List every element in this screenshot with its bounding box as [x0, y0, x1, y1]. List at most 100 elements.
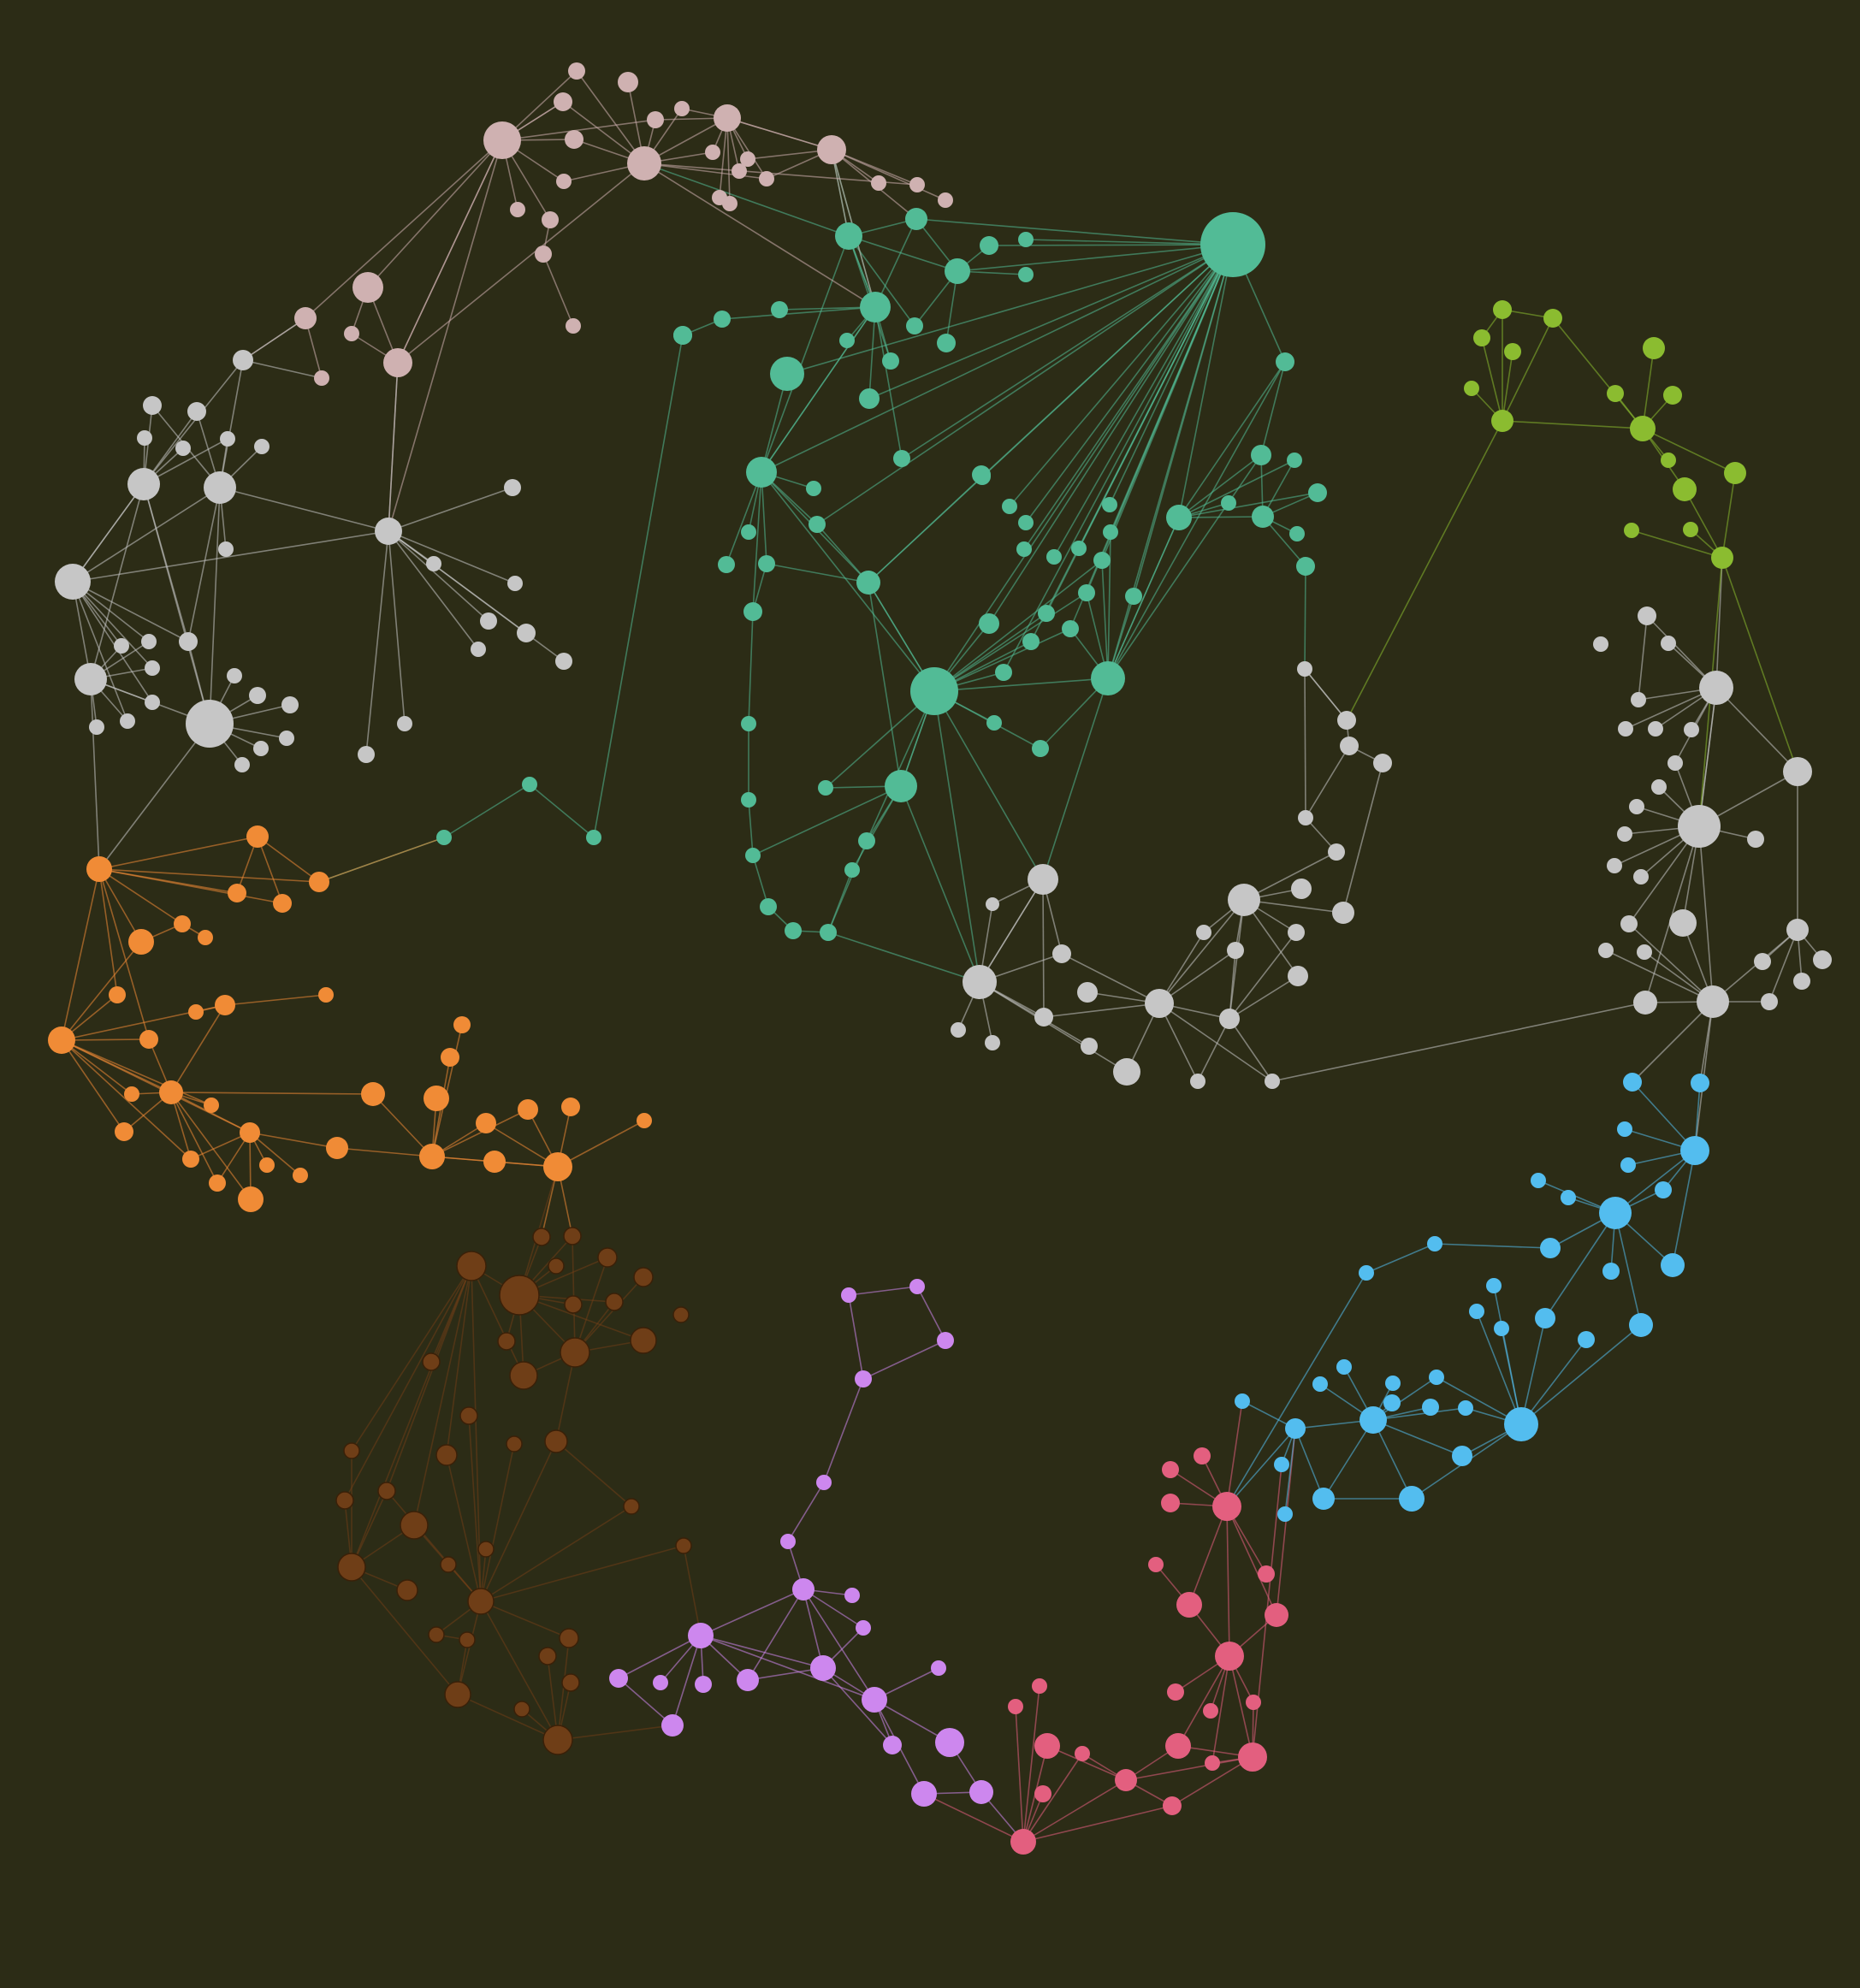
graph-edge [1632, 1081, 1696, 1151]
graph-edge [700, 1635, 824, 1669]
graph-edge [1342, 762, 1383, 914]
graph-edge [868, 244, 1234, 399]
graph-edge [988, 244, 1234, 624]
graph-node-pink [759, 171, 774, 186]
graph-edge [761, 471, 935, 692]
graph-node-violet [737, 1669, 759, 1691]
graph-edge [816, 244, 1234, 525]
graph-node-gray [187, 402, 206, 421]
graph-node-teal [1103, 524, 1118, 540]
graph-edge [1520, 1317, 1546, 1425]
graph-node-gray [1113, 1058, 1140, 1086]
graph-node-teal [1276, 352, 1294, 371]
graph-node-brown [544, 1429, 568, 1453]
graph-node-teal [1038, 605, 1055, 622]
graph-node-gray [1754, 953, 1771, 970]
graph-edge [187, 487, 221, 642]
graph-node-gray [1298, 810, 1313, 825]
graph-node-red [1034, 1785, 1051, 1802]
graph-edge [643, 163, 850, 237]
graph-node-gray [1684, 722, 1699, 737]
graph-edge [1715, 687, 1798, 772]
graph-node-orange [561, 1098, 580, 1116]
graph-node-teal [858, 832, 875, 849]
graph-edge [190, 1132, 251, 1160]
graph-node-violet [609, 1669, 628, 1688]
graph-edge [1502, 420, 1644, 429]
graph-edge [457, 1600, 482, 1695]
graph-node-orange [424, 1086, 449, 1111]
graph-node-gray [220, 431, 235, 447]
graph-node-gray [986, 897, 999, 911]
graph-node-orange [215, 995, 235, 1015]
graph-node-red [1194, 1447, 1211, 1464]
graph-node-gray [358, 746, 375, 763]
graph-node-gray [175, 441, 191, 456]
graph-edge [257, 836, 283, 904]
graph-node-gray [89, 719, 104, 735]
graph-edge [1631, 530, 1723, 559]
graph-node-teal [770, 357, 804, 391]
graph-edge [98, 868, 142, 943]
graph-node-gray [127, 468, 160, 500]
graph-edge [979, 879, 1044, 983]
graph-edge [915, 218, 1234, 246]
graph-edge [1177, 1655, 1230, 1747]
graph-node-brown [513, 1701, 530, 1718]
graph-edge [643, 163, 876, 308]
graph-edge [98, 868, 283, 904]
graph-node-teal [1002, 499, 1017, 514]
graph-edge [803, 1589, 824, 1669]
graph-node-teal [972, 465, 991, 484]
graph-edge [923, 1793, 1024, 1843]
graph-node-violet [911, 1781, 937, 1807]
graph-node-gray [1786, 919, 1809, 941]
graph-edge [219, 487, 389, 532]
graph-edge [72, 581, 189, 642]
graph-edge [1030, 244, 1234, 642]
graph-edge [446, 1265, 472, 1456]
graph-edge [816, 524, 869, 583]
graph-edge [242, 359, 323, 379]
graph-edge [933, 628, 1071, 692]
graph-node-gray [504, 479, 521, 496]
graph-edge [1226, 1506, 1230, 1657]
graph-node-gray [1196, 925, 1211, 940]
graph-edge [901, 244, 1234, 459]
graph-edge [1107, 454, 1262, 679]
graph-node-teal [835, 222, 862, 250]
graph-edge [98, 836, 258, 870]
graph-node-pink [344, 326, 359, 341]
graph-node-blue [1561, 1190, 1576, 1205]
graph-node-brown [623, 1498, 640, 1515]
graph-node-violet [931, 1660, 946, 1676]
graph-edge [1043, 1003, 1160, 1018]
graph-node-brown [396, 1579, 418, 1601]
graph-node-gray [137, 430, 152, 446]
graph-edge [1304, 668, 1306, 819]
graph-edge [1178, 361, 1286, 518]
graph-node-blue [1494, 1321, 1509, 1336]
graph-node-blue [1531, 1173, 1546, 1188]
graph-edge [1229, 1018, 1273, 1082]
graph-edge [209, 487, 221, 725]
graph-node-brown [597, 1247, 618, 1268]
graph-edge [468, 1415, 482, 1602]
graph-node-pink [314, 370, 329, 386]
graph-edge [1372, 1419, 1463, 1457]
graph-node-brown [630, 1327, 657, 1354]
graph-edge [1178, 244, 1234, 518]
graph-edge [1158, 899, 1245, 1004]
graph-edge [471, 1265, 524, 1376]
graph-node-brown [538, 1647, 557, 1666]
graph-edge [803, 1589, 875, 1701]
graph-node-pink [294, 307, 317, 329]
graph-node-gray [1747, 831, 1764, 848]
graph-edge [1768, 929, 1798, 1003]
graph-node-brown [497, 1332, 516, 1351]
graph-edge [224, 994, 327, 1006]
graph-node-violet [909, 1279, 925, 1294]
graph-node-lime [1607, 385, 1624, 402]
graph-node-teal [806, 481, 821, 496]
graph-edge [557, 1637, 570, 1741]
